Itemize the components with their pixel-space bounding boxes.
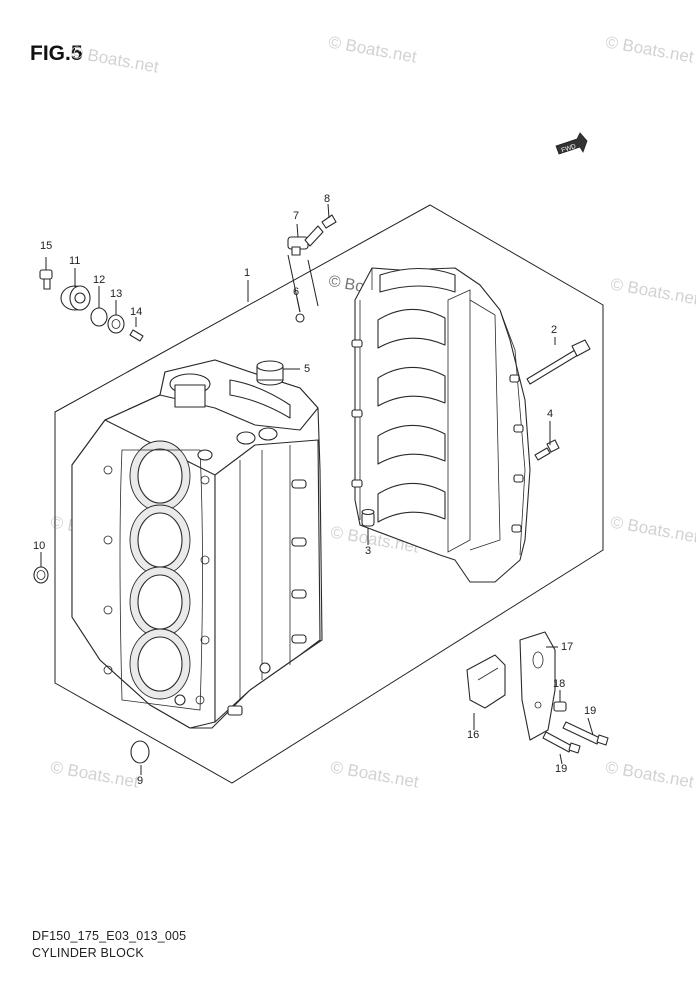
callout-2: 2 xyxy=(551,324,557,336)
callout-5: 5 xyxy=(304,363,310,375)
dowel-part-3 xyxy=(361,508,375,527)
diagram-code: DF150_175_E03_013_005 xyxy=(32,929,187,943)
bolt-part-15 xyxy=(39,269,53,290)
fitting-part-7 xyxy=(287,225,324,256)
callout-1: 1 xyxy=(244,267,250,279)
callout-3: 3 xyxy=(365,545,371,557)
callout-19-a: 19 xyxy=(584,705,596,717)
callout-19-b: 19 xyxy=(555,763,567,775)
callout-10: 10 xyxy=(33,540,45,552)
callout-8: 8 xyxy=(324,193,330,205)
bolt-part-19-b xyxy=(542,731,581,754)
fwd-arrow-icon: FWD xyxy=(555,132,588,155)
callout-16: 16 xyxy=(467,729,479,741)
callout-6: 6 xyxy=(293,286,299,298)
callout-labels: 1 2 3 4 5 6 7 8 9 10 11 12 13 14 15 16 1… xyxy=(33,193,596,787)
cap-part-11 xyxy=(60,285,91,311)
bracket-part-17 xyxy=(519,631,556,741)
plug-part-5 xyxy=(256,360,284,386)
callout-18: 18 xyxy=(553,678,565,690)
callout-15: 15 xyxy=(40,240,52,252)
crankcase xyxy=(351,267,531,583)
callout-12: 12 xyxy=(93,274,105,286)
nut-part-18 xyxy=(553,701,567,712)
plug-part-10 xyxy=(33,566,49,584)
callout-9: 9 xyxy=(137,775,143,787)
cylinder-block xyxy=(71,359,323,729)
oring-part-6 xyxy=(295,313,305,323)
callout-11: 11 xyxy=(69,255,80,267)
fwd-label: FWD xyxy=(561,143,578,154)
assembly-frame xyxy=(54,204,604,784)
callout-4: 4 xyxy=(547,408,553,420)
leader-lines xyxy=(40,203,594,775)
bolt-part-14 xyxy=(129,329,144,342)
bolt-part-4 xyxy=(534,439,560,461)
bolt-part-2 xyxy=(526,339,591,385)
callout-14: 14 xyxy=(130,306,142,318)
callout-17: 17 xyxy=(561,641,573,653)
circlip-part-9 xyxy=(130,740,150,764)
bracket-part-16 xyxy=(466,654,506,709)
callout-7: 7 xyxy=(293,210,299,222)
figure-title: FIG.5 xyxy=(30,42,83,65)
bolt-part-19-a xyxy=(562,721,609,746)
diagram-name: CYLINDER BLOCK xyxy=(32,946,144,960)
washer-part-13 xyxy=(107,314,125,334)
gasket-part-12 xyxy=(90,307,108,327)
callout-13: 13 xyxy=(110,288,122,300)
